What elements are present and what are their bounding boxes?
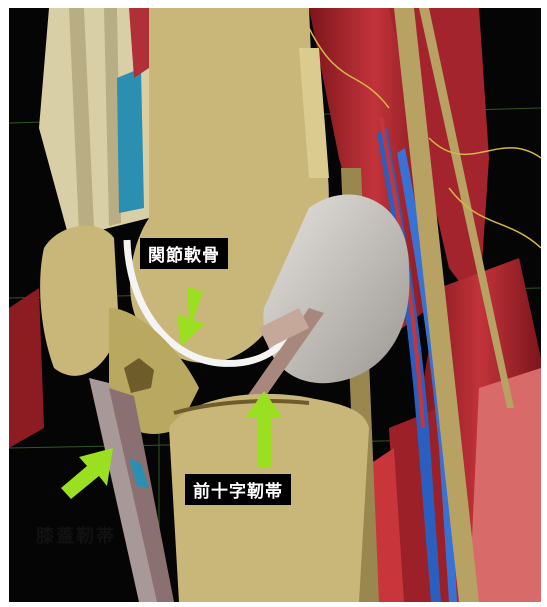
- patella: [40, 226, 119, 376]
- label-patellar-ligament: 膝蓋靭帯: [36, 522, 116, 548]
- knee-illustration: [9, 8, 541, 602]
- label-cartilage: 関節軟骨: [140, 238, 228, 269]
- arrow-patellar: [61, 448, 113, 499]
- anatomy-image: 関節軟骨 前十字靭帯: [9, 8, 541, 602]
- label-acl: 前十字靭帯: [185, 474, 291, 505]
